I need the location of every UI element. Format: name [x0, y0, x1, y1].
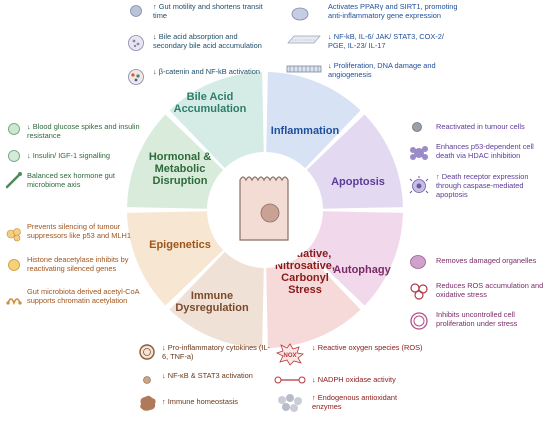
note-oxidative-1: ↓ Reactive oxygen species (ROS) [312, 343, 423, 352]
wheel-segment-epigenetics [127, 211, 224, 306]
cell-dots-icon [128, 69, 144, 85]
note-inflammation-2: ↓ NF-kB, IL-6/ JAK/ STAT3, COX-2/ PGE, I… [328, 32, 444, 50]
note-hormonal-2: ↓ Insulin/ IGF-1 signalling [27, 151, 110, 160]
micelle-icon [128, 35, 144, 51]
wheel-segment-autophagy [306, 211, 403, 306]
wheel-segment-inflammation [266, 72, 361, 169]
immune-cell-icon [140, 395, 156, 411]
nadph-rod-icon [274, 376, 306, 384]
chromatin-icon [6, 228, 21, 242]
bead-icon [130, 5, 142, 17]
note-apoptosis-2: Enhances p53-dependent cell death via HD… [436, 142, 534, 160]
antioxidant-cluster-icon [278, 394, 302, 412]
note-immune-3: ↑ Immune homeostasis [162, 397, 238, 406]
ros-burst-icon: NOX [275, 343, 304, 366]
note-immune-2: ↓ NF-κB & STAT3 activation [162, 371, 253, 380]
note-hormonal-3: Balanced sex hormone gut microbiome axis [27, 171, 115, 189]
note-apoptosis-3: ↑ Death receptor expression through casp… [436, 172, 529, 199]
note-epigenetics-2: Histone deacetylase inhibits by reactiva… [27, 255, 129, 273]
insulin-bead-icon [8, 150, 20, 162]
membrane-strip-icon [287, 35, 321, 44]
nox-label: NOX [283, 353, 296, 359]
organelle-icon [410, 255, 426, 269]
glucose-bead-icon [8, 123, 20, 135]
cytokine-ring-icon [139, 344, 155, 360]
segment-title-epigenetics: Epigenetics [149, 239, 211, 251]
oval-cell-icon [291, 7, 309, 21]
segment-title-apoptosis: Apoptosis [331, 176, 385, 188]
note-epigenetics-1: Prevents silencing of tumour suppressors… [27, 222, 131, 240]
ros-cluster-icon [410, 283, 428, 300]
wheel-segment-bile-acid [169, 72, 264, 169]
note-oxidative-3: ↑ Endogenous antioxidant enzymes [312, 393, 398, 411]
segment-title-autophagy: Autophagy [333, 264, 391, 276]
note-autophagy-3: Inhibits uncontrolled cell proliferation… [436, 310, 518, 328]
note-bile-acid-1: ↑ Gut motility and shortens transit time [153, 2, 263, 20]
blebbing-cell-icon [410, 146, 428, 160]
wheel-segment-immune [169, 251, 264, 348]
nfkb-dot-icon [143, 376, 151, 384]
small-cell-icon [412, 122, 422, 132]
note-immune-1: ↓ Pro-inflammatory cytokines (IL-6, TNF-… [162, 343, 271, 361]
note-inflammation-1: Activates PPARγ and SIRT1, promoting ant… [328, 2, 458, 20]
wheel-segment-apoptosis [306, 114, 403, 209]
epithelial-cell-icon [209, 154, 321, 266]
note-oxidative-2: ↓ NADPH oxidase activity [312, 375, 396, 384]
note-inflammation-3: ↓ Proliferation, DNA damage and angiogen… [328, 61, 436, 79]
receptor-cell-icon [409, 176, 429, 194]
note-bile-acid-2: ↓ Bile acid absorption and secondary bil… [153, 32, 262, 50]
dna-strip-icon [286, 65, 322, 73]
note-autophagy-2: Reduces ROS accumulation and oxidative s… [436, 281, 544, 299]
autophagosome-icon [410, 312, 428, 330]
note-bile-acid-3: ↓ β-catenin and NF-kB activation [153, 67, 260, 76]
histone-icon [8, 259, 20, 271]
note-apoptosis-1: Reactivated in tumour cells [436, 122, 525, 131]
wheel-segment-hormonal [127, 114, 224, 209]
wheel-segments [127, 72, 403, 348]
note-epigenetics-3: Gut microbiota derived acetyl-CoA suppor… [27, 287, 140, 305]
note-autophagy-1: Removes damaged organelles [436, 256, 537, 265]
acetyl-coa-icon [6, 298, 22, 306]
segment-title-inflammation: Inflammation [271, 125, 340, 137]
note-hormonal-1: ↓ Blood glucose spikes and insulin resis… [27, 122, 140, 140]
wheel-segment-oxidative [266, 251, 361, 348]
pipette-icon [5, 172, 22, 189]
